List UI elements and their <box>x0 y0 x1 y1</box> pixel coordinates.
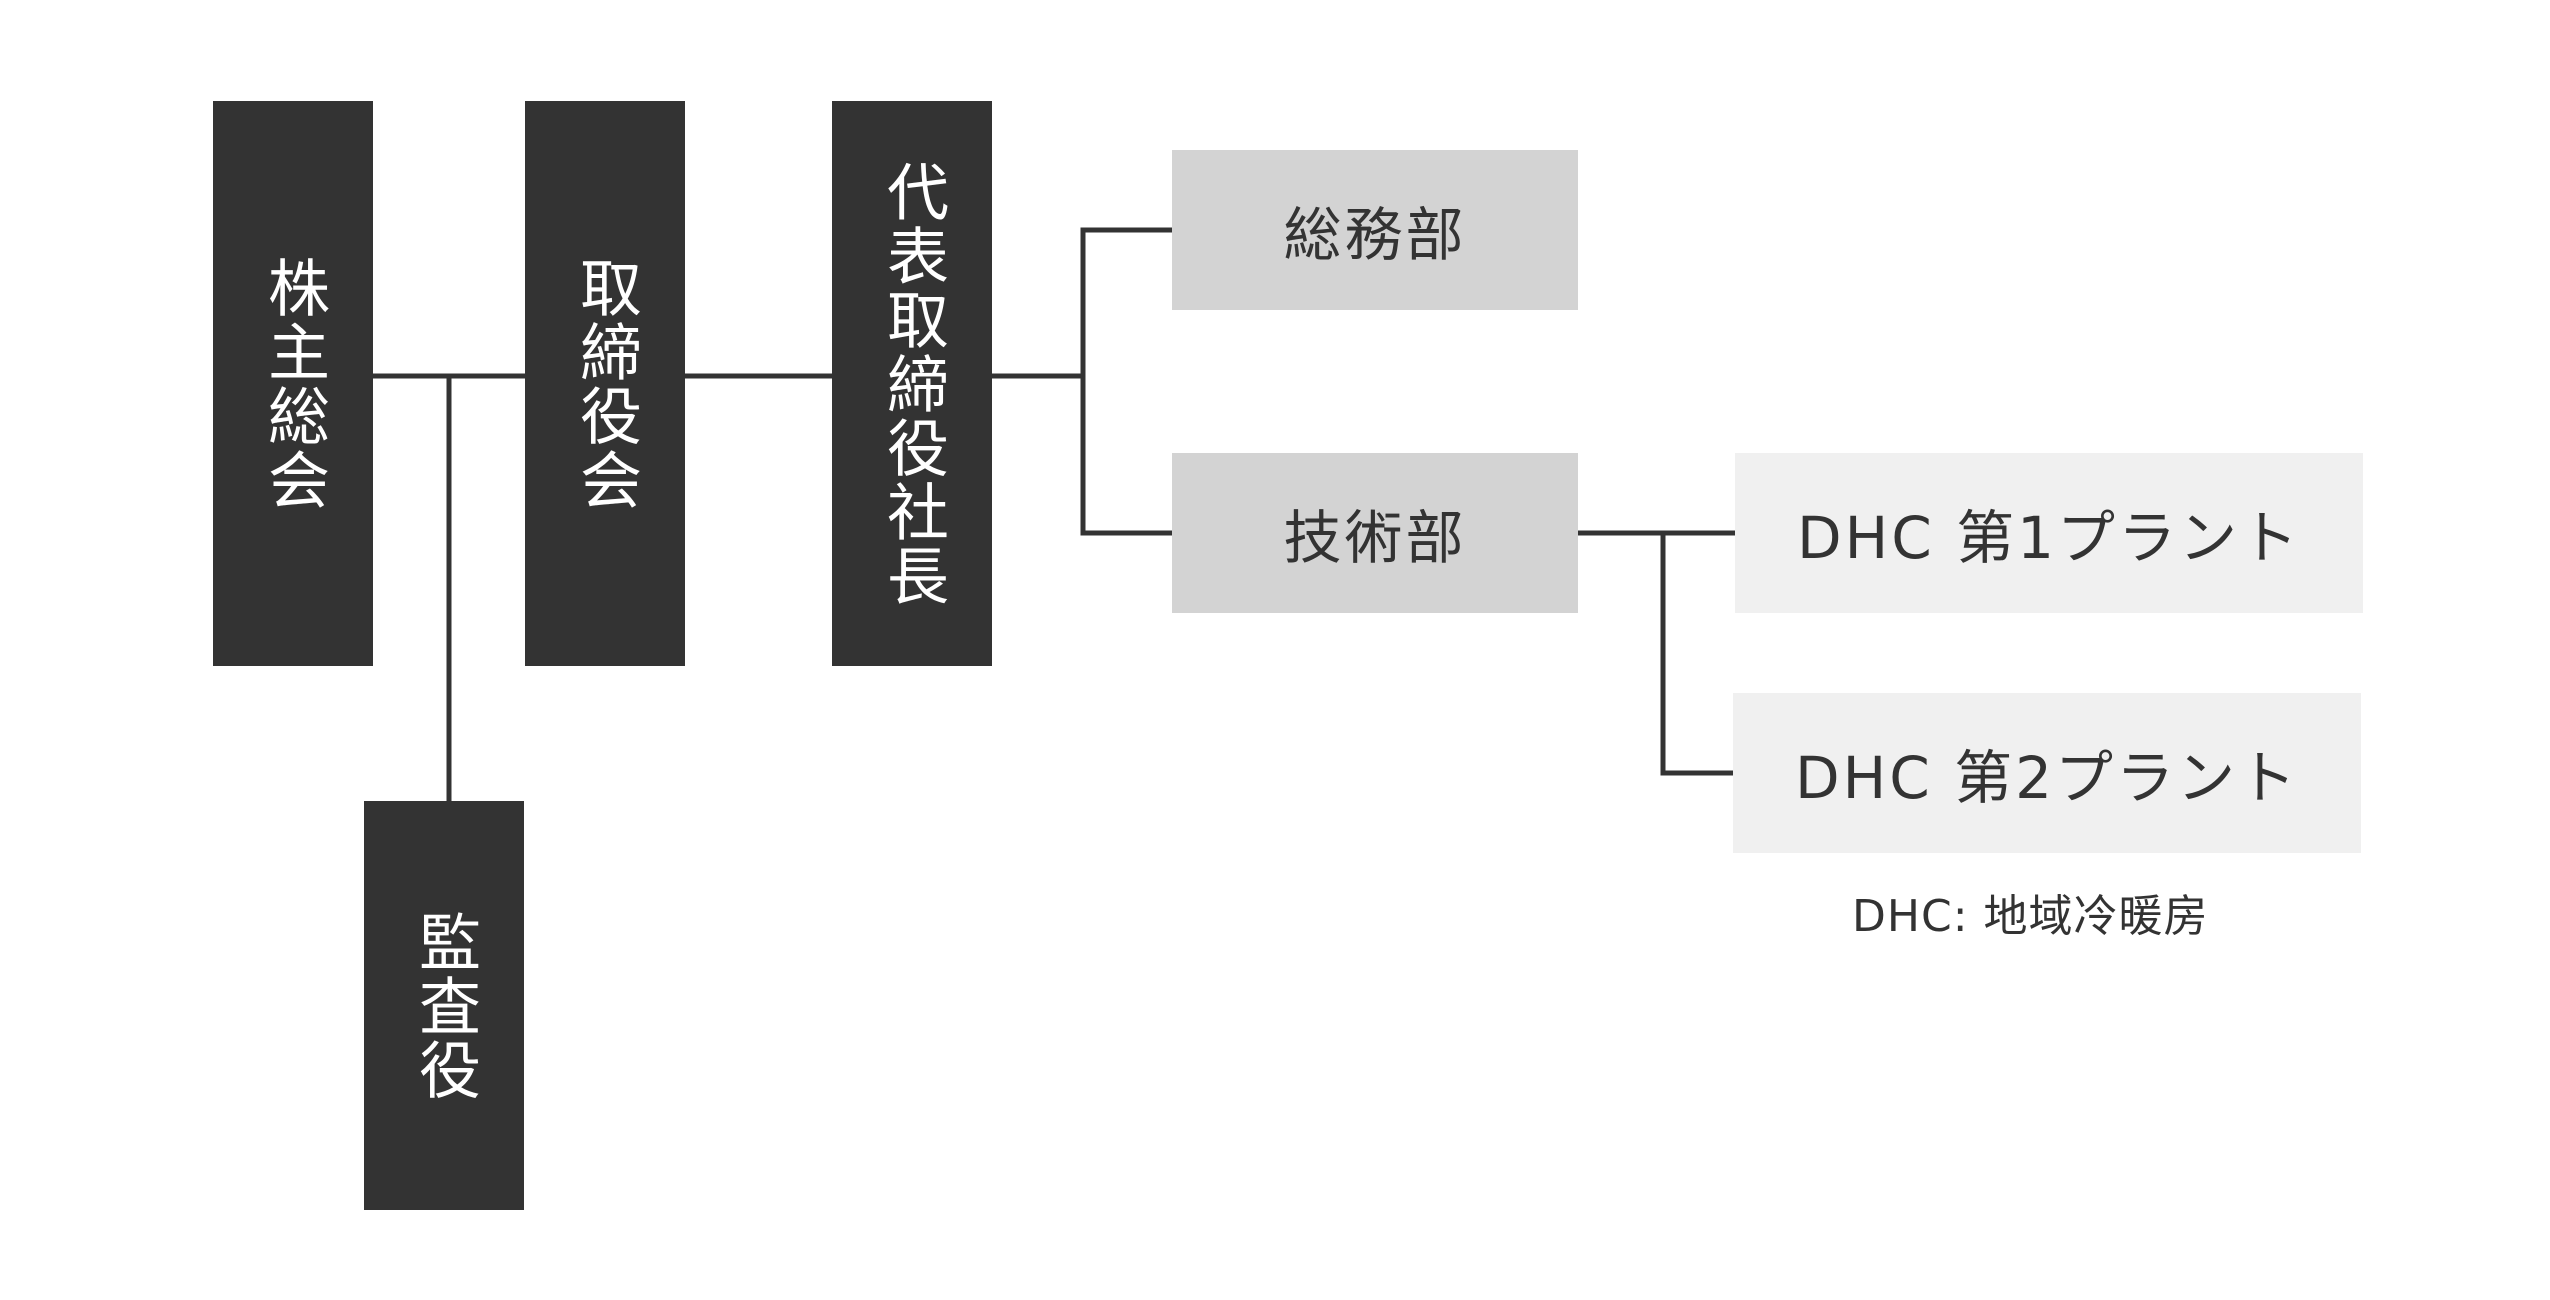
board-of-directors-box: 取締役会 <box>525 101 685 666</box>
general-affairs-label: 総務部 <box>1283 201 1467 269</box>
technology-dept-label: 技術部 <box>1283 504 1467 572</box>
shareholders-meeting-box: 株主総会 <box>213 101 373 666</box>
plant1-box: DHC 第1プラント <box>1735 453 2363 613</box>
plant2-label: DHC 第2プラント <box>1794 744 2300 812</box>
board-of-directors-label: 取締役会 <box>569 255 642 512</box>
president-label: 代表取締役社長 <box>876 159 949 608</box>
shareholders-meeting-label: 株主総会 <box>257 255 330 512</box>
plant1-label: DHC 第1プラント <box>1796 504 2302 572</box>
footnote-dhc: DHC: 地域冷暖房 <box>1852 891 2209 942</box>
auditor-box: 監査役 <box>364 801 524 1210</box>
president-box: 代表取締役社長 <box>832 101 992 666</box>
technology-dept-box: 技術部 <box>1172 453 1578 613</box>
general-affairs-box: 総務部 <box>1172 150 1578 310</box>
plant2-box: DHC 第2プラント <box>1733 693 2361 853</box>
auditor-label: 監査役 <box>408 909 481 1102</box>
